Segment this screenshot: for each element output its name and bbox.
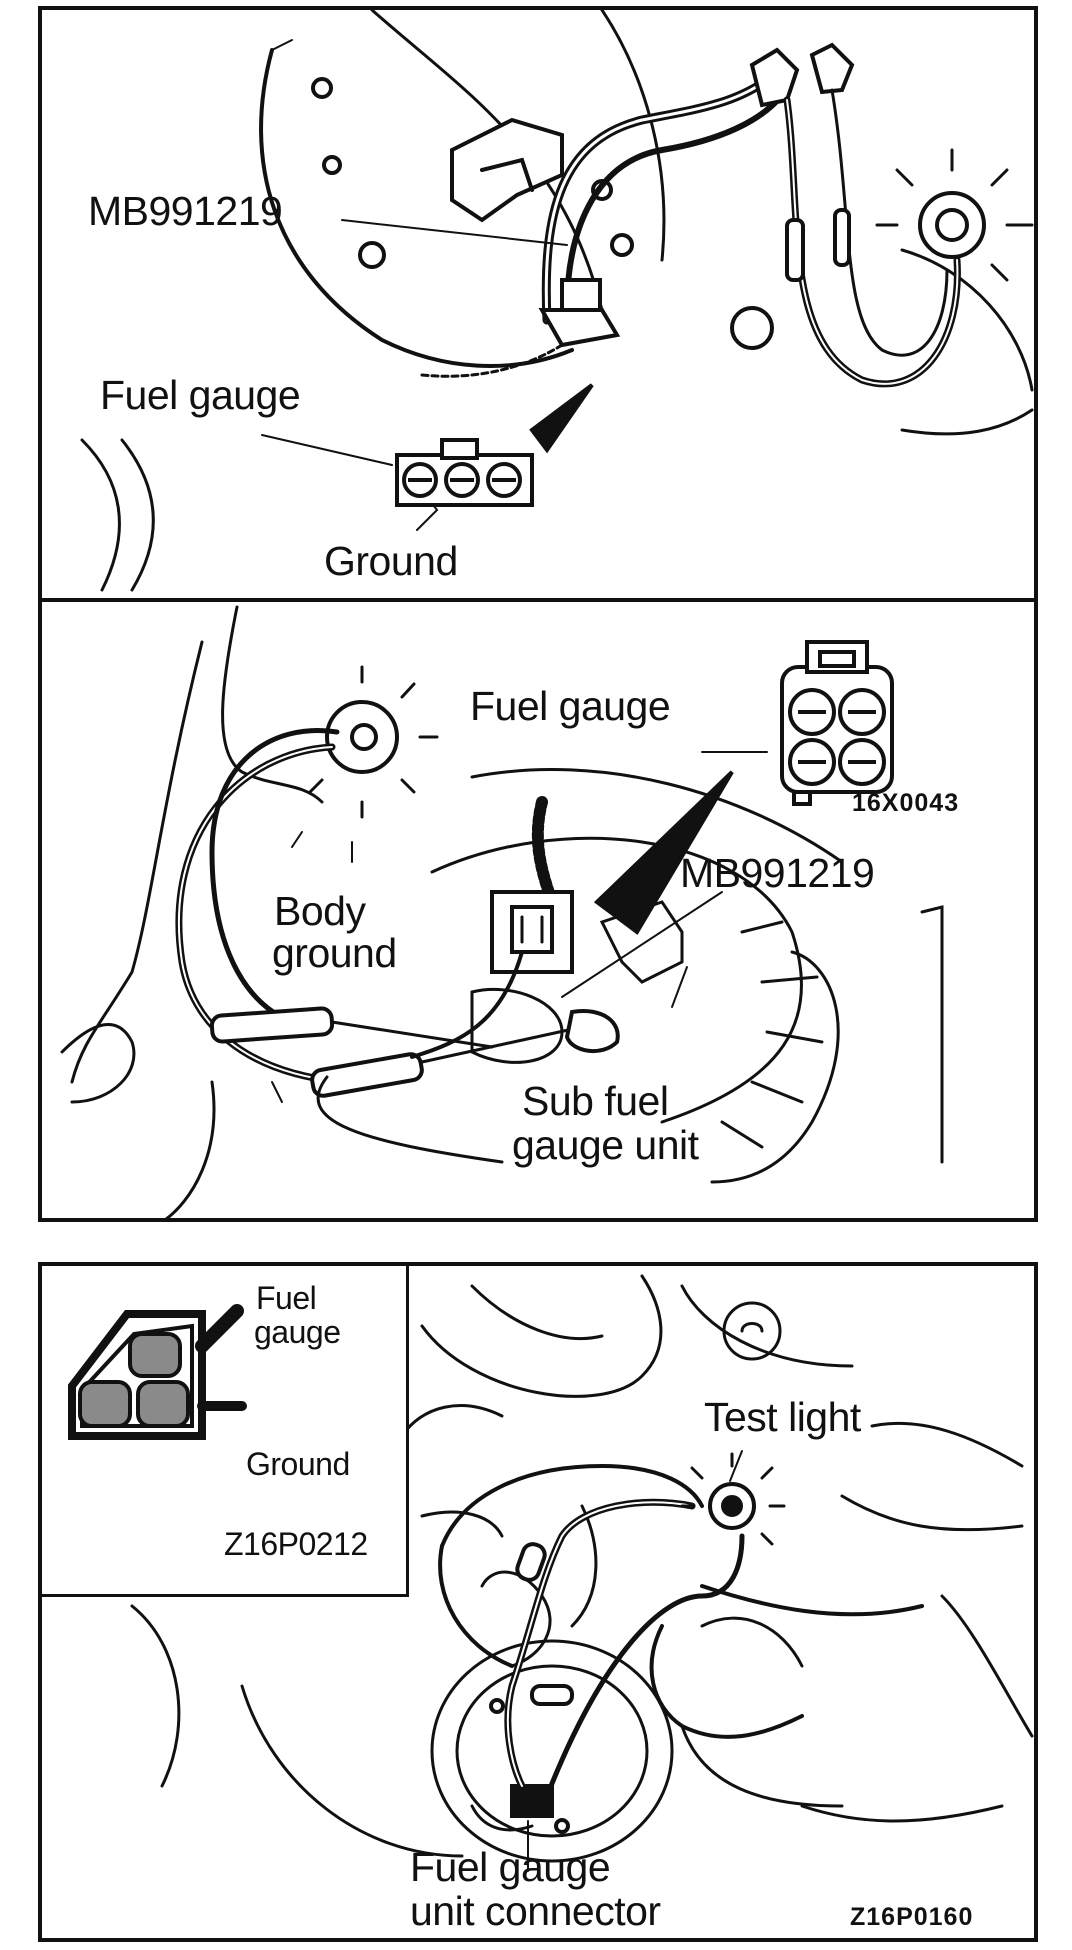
four-pin-connector-icon [780,640,894,806]
figure-code: Z16P0160 [850,1903,974,1931]
fuel-gauge-unit-connector-label-line2: unit connector [410,1888,661,1934]
body-ground-label-line2: ground [272,930,397,976]
sub-fuel-gauge-unit-label-line1: Sub fuel [522,1078,669,1124]
panel-top-connector-check: MB991219 Fuel gauge Ground [38,6,1038,602]
sub-fuel-gauge-unit-drawing [60,605,944,1218]
panel-middle-sub-unit-check: Fuel gauge 16X0043 MB991219 Body ground … [38,598,1038,1222]
fuel-gauge-unit-connector-drawing [130,1274,1034,1872]
inset-ground-label: Ground [246,1446,350,1482]
inset-fuel-gauge-label-line1: Fuel [256,1280,317,1316]
fuel-gauge-label: Fuel gauge [100,372,301,418]
tool-label-mb991219: MB991219 [680,850,875,896]
inset-fuel-gauge-label-line2: gauge [254,1314,341,1350]
fuel-gauge-unit-connector-label-line1: Fuel gauge [410,1844,611,1890]
ground-label: Ground [324,538,458,584]
connector-inset: Fuel gauge Ground Z16P0212 [42,1266,409,1597]
fuel-tank-wiring-drawing [80,10,1034,592]
inset-figure-code: Z16P0212 [224,1526,368,1562]
sub-fuel-gauge-unit-label-line2: gauge unit [512,1122,699,1168]
three-pin-connector-icon [395,438,534,507]
figure-code: 16X0043 [852,789,960,817]
body-ground-label-line1: Body [274,888,366,934]
test-light-label: Test light [704,1394,861,1440]
panel-bottom-unit-connector-check: Fuel gauge Ground Z16P0212 Test light Fu… [38,1262,1038,1942]
tool-label-mb991219: MB991219 [88,188,283,234]
fuel-gauge-label: Fuel gauge [470,683,671,729]
three-pin-connector-icon [68,1304,247,1440]
